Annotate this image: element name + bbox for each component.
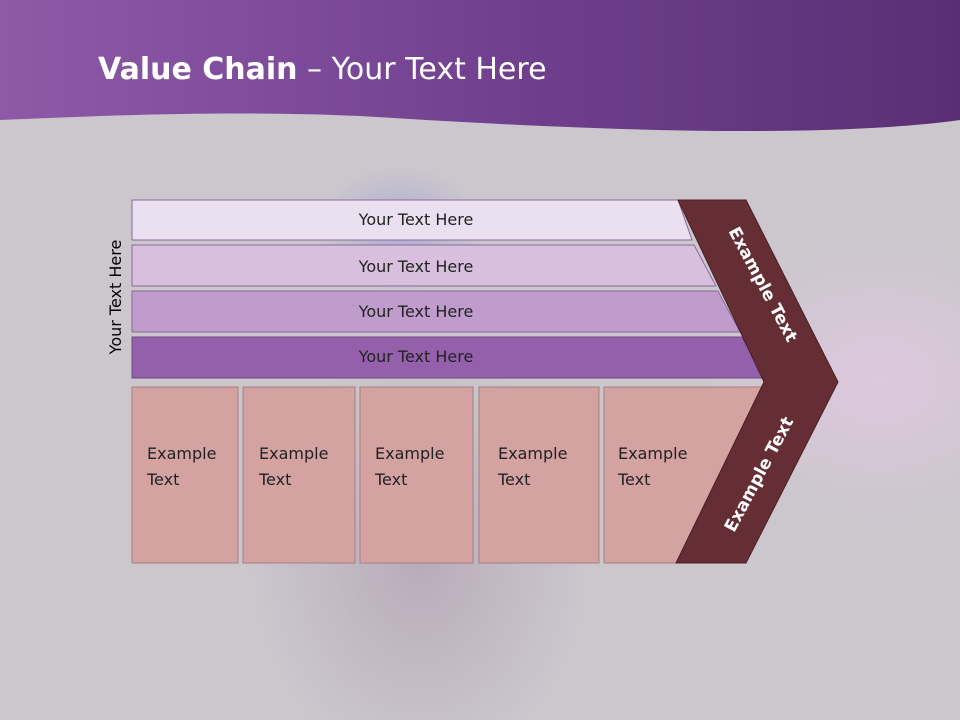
primary-box-1-line2: Text [146,470,179,489]
primary-box-5-line2: Text [617,470,650,489]
primary-box-2-line2: Text [258,470,291,489]
primary-box-4 [478,386,600,564]
slide-title: Value Chain – Your Text Here [98,52,547,87]
primary-box-5-line1: Example [618,444,687,463]
primary-box-3 [359,386,474,564]
support-row-2-text: Your Text Here [358,257,474,276]
support-row-4-text: Your Text Here [358,347,474,366]
primary-box-1 [131,386,239,564]
margin-chevron [675,199,839,564]
title-rest: – Your Text Here [297,52,547,87]
support-row-2 [131,244,717,287]
header-band [0,0,960,132]
support-row-1 [131,199,693,241]
primary-box-2-line1: Example [259,444,328,463]
primary-box-4-line1: Example [498,444,567,463]
support-row-1-text: Your Text Here [358,210,474,229]
primary-box-2 [242,386,356,564]
title-bold: Value Chain [98,52,298,87]
primary-box-4-line2: Text [497,470,530,489]
primary-box-3-line2: Text [374,470,407,489]
support-row-3-text: Your Text Here [358,302,474,321]
primary-box-3-line1: Example [375,444,444,463]
primary-box-1-line1: Example [147,444,216,463]
